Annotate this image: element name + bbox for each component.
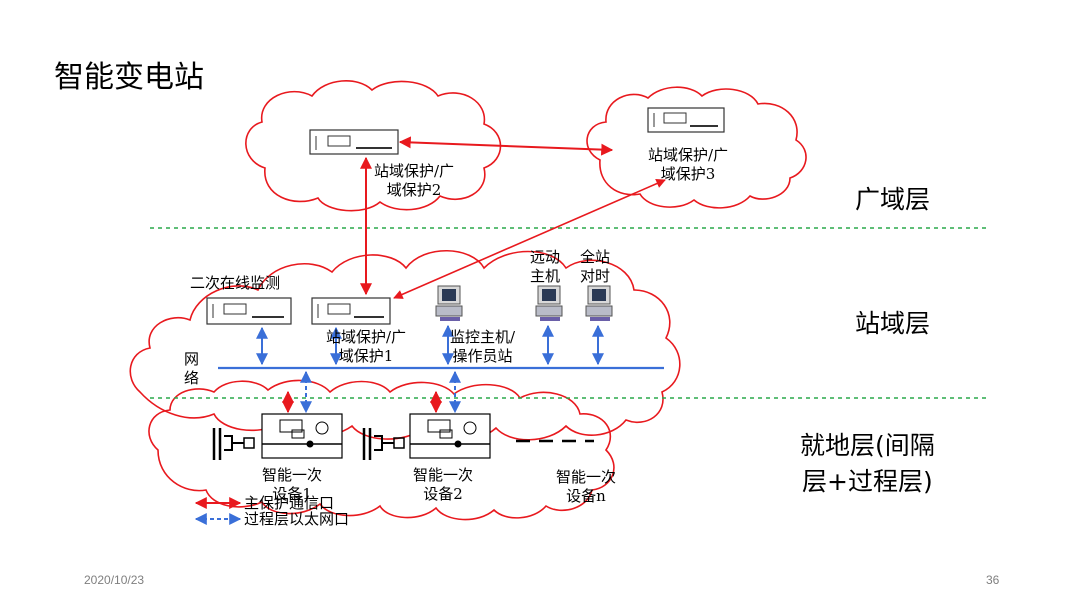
time-sync-label: 全站 对时 xyxy=(580,248,611,285)
telecontrol-label: 远动 主机 xyxy=(530,248,561,285)
page-title: 智能变电站 xyxy=(54,60,204,95)
link-protection2-protection3 xyxy=(398,136,614,156)
legend-red-label: 主保护通信口 xyxy=(244,494,335,512)
online-monitor-label: 二次在线监测 xyxy=(190,274,281,292)
cloud-wide-area-2 xyxy=(586,86,807,209)
computer-time-sync xyxy=(585,285,613,321)
layer-label-local: 就地层(间隔 层+过程层) xyxy=(800,426,935,498)
layer-label-local-line2: 层+过程层) xyxy=(802,467,933,496)
footer-date: 2020/10/23 xyxy=(84,573,145,587)
protection3-label: 站域保护/广 域保护3 xyxy=(648,146,729,183)
device1-label: 智能一次 设备1 xyxy=(262,466,323,503)
footer-page-number: 36 xyxy=(986,573,1000,587)
primary-equipment-2 xyxy=(362,413,491,460)
computer-telecontrol xyxy=(535,285,563,321)
primary-equipment-1 xyxy=(212,413,343,460)
layer-label-station: 站域层 xyxy=(855,309,931,338)
protection1-label: 站域保护/广 域保护1 xyxy=(326,328,407,365)
cloud-wide-area-1 xyxy=(245,80,502,212)
relay-device-online-monitor xyxy=(206,297,292,325)
cloud-station xyxy=(129,250,681,442)
relay-device-protection3 xyxy=(647,107,725,133)
link-protection1-protection3 xyxy=(393,179,666,299)
protection2-label: 站域保护/广 域保护2 xyxy=(374,162,455,199)
legend-blue-label: 过程层以太网口 xyxy=(244,510,350,528)
network-label: 网 络 xyxy=(184,350,200,387)
monitor-host-label: 监控主机/ 操作员站 xyxy=(450,328,516,365)
cloud-local xyxy=(148,379,615,521)
computer-monitor-host xyxy=(435,285,463,321)
relay-device-protection2 xyxy=(309,129,399,155)
devicen-label: 智能一次 设备n xyxy=(556,468,617,505)
layer-label-local-line1: 就地层(间隔 xyxy=(800,431,935,460)
relay-device-protection1 xyxy=(311,297,391,325)
device2-label: 智能一次 设备2 xyxy=(413,466,474,503)
layer-label-wide-area: 广域层 xyxy=(855,185,931,214)
